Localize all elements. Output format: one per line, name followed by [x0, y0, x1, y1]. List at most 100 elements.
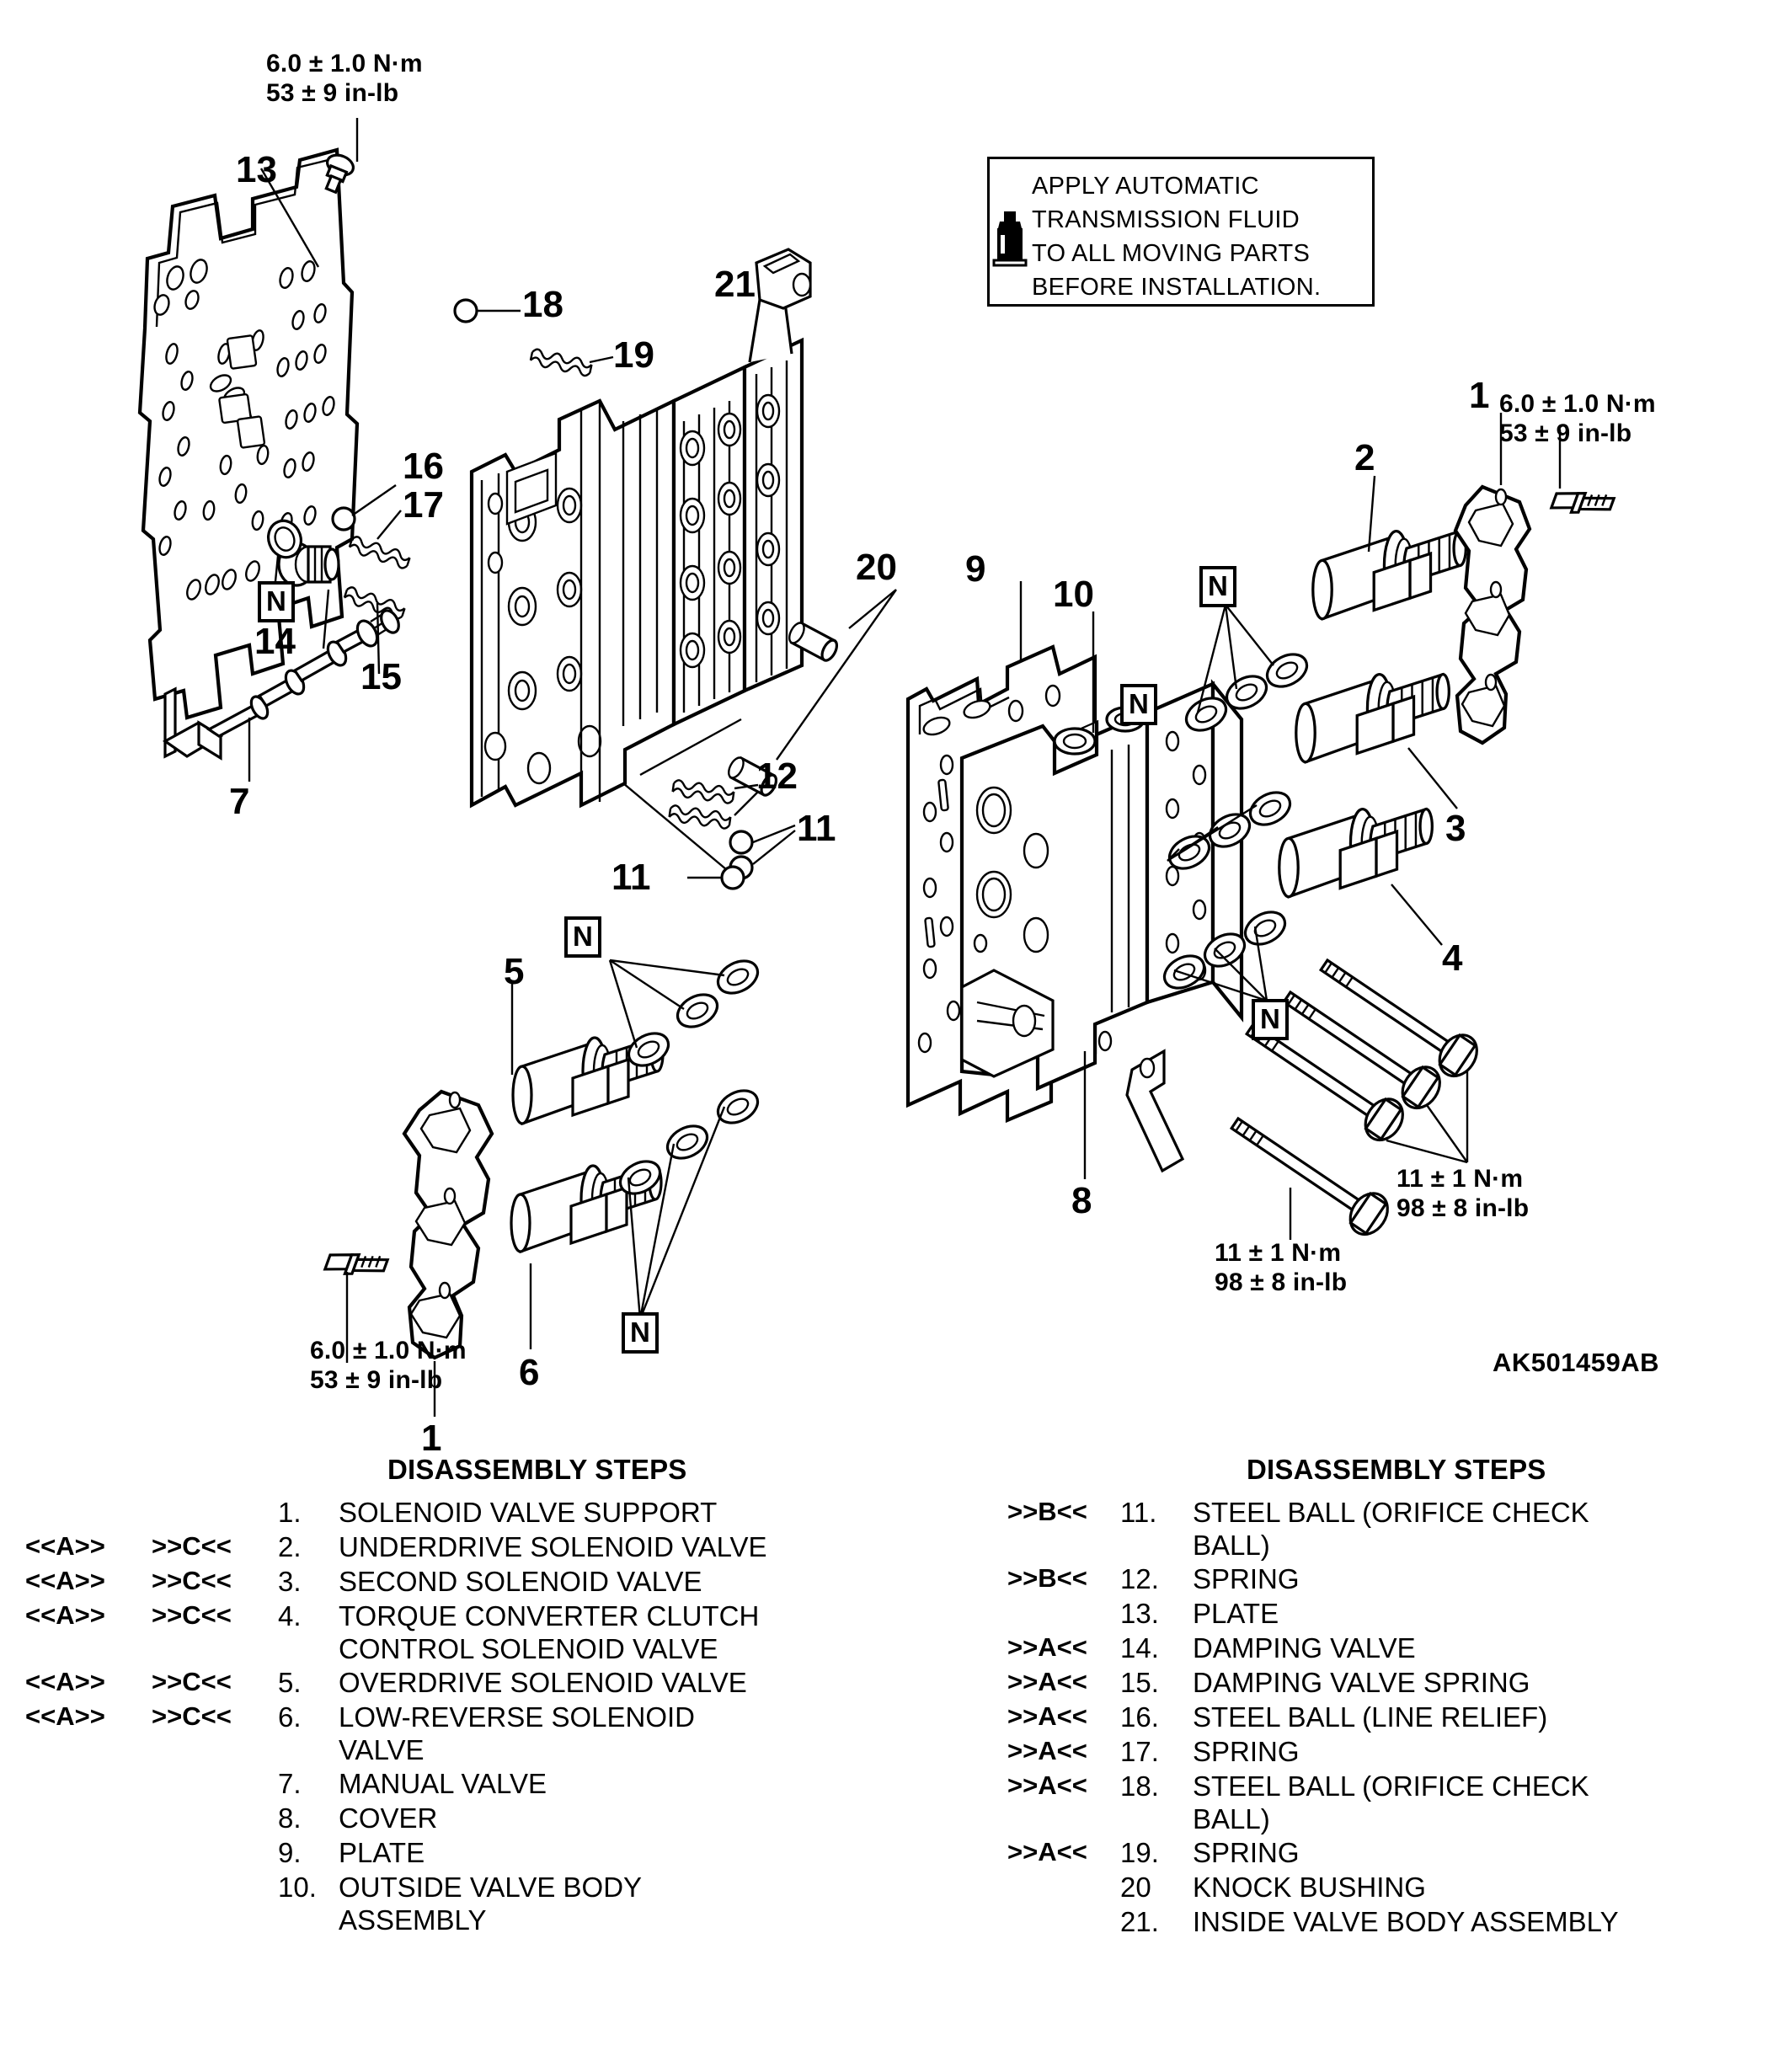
callout-10: 10 [1053, 574, 1094, 615]
item-number: 9. [278, 1836, 302, 1868]
mark-c: >>C<< [152, 1531, 232, 1561]
item-number: 11. [1120, 1497, 1157, 1528]
list-item: >>A<< 17. SPRING [994, 1736, 1789, 1770]
item-number: 19. [1120, 1836, 1159, 1868]
torque-nm: 6.0 ± 1.0 N·m [266, 50, 423, 77]
torque-nm: 6.0 ± 1.0 N·m [310, 1337, 467, 1364]
part-spring-15 [342, 585, 408, 622]
item-label: DAMPING VALVE [1193, 1631, 1416, 1663]
torque-inlb: 53 ± 9 in-lb [310, 1366, 443, 1395]
n-marker-solenoid-lower-right: N [1252, 999, 1289, 1040]
item-label: KNOCK BUSHING [1193, 1871, 1426, 1903]
item-number: 20 [1120, 1871, 1151, 1903]
item-label: STEEL BALL (LINE RELIEF) [1193, 1701, 1548, 1733]
torque-spec-top-right: 6.0 ± 1.0 N·m 53 ± 9 in-lb [1499, 389, 1656, 449]
part-knock-bushing-20-upper [788, 621, 839, 662]
mark-a: <<A>> [25, 1531, 105, 1561]
torque-spec-top-left: 6.0 ± 1.0 N·m 53 ± 9 in-lb [266, 49, 423, 109]
mark-c: >>C<< [152, 1666, 232, 1696]
mark-a: <<A>> [25, 1701, 105, 1731]
item-label: SPRING [1193, 1735, 1300, 1767]
part-steel-ball-18 [453, 298, 521, 323]
mark-a: <<A>> [25, 1666, 105, 1696]
callout-2: 2 [1354, 437, 1375, 478]
part-spring-12-b [667, 804, 733, 830]
part-cover-8 [1083, 1049, 1185, 1179]
item-label: SOLENOID VALVE SUPPORT [339, 1497, 718, 1528]
torque-nm: 6.0 ± 1.0 N·m [1499, 390, 1656, 418]
mark-b: >>B<< [1007, 1497, 1087, 1526]
callout-8: 8 [1071, 1180, 1092, 1221]
item-label: OUTSIDE VALVE BODY ASSEMBLY [339, 1872, 910, 1937]
item-label: PLATE [339, 1836, 425, 1868]
mark-c: >>C<< [152, 1600, 232, 1630]
callout-21: 21 [714, 264, 756, 305]
item-number: 7. [278, 1767, 302, 1799]
callout-4: 4 [1442, 937, 1463, 979]
mark-a: <<A>> [25, 1600, 105, 1630]
item-label-line2: BALL) [1193, 1802, 1270, 1834]
list-item: >>A<< 19. SPRING [994, 1837, 1789, 1871]
part-solenoid-valve-support-1-right [1453, 413, 1616, 745]
item-label: TORQUE CONVERTER CLUTCH CONTROL SOLENOID… [339, 1600, 910, 1666]
mark-b: >>B<< [1007, 1562, 1087, 1593]
callout-11-lower: 11 [611, 857, 651, 898]
item-label: SECOND SOLENOID VALVE [339, 1566, 702, 1597]
list-item: 7. MANUAL VALVE [17, 1768, 910, 1802]
callout-7: 7 [229, 781, 250, 822]
part-steel-ball-16 [331, 484, 397, 531]
callout-3: 3 [1445, 808, 1466, 849]
item-number: 8. [278, 1802, 302, 1834]
part-spring-19 [528, 347, 594, 378]
callout-19: 19 [613, 334, 654, 376]
list-item: >>A<< 18. STEEL BALL (ORIFICE CHECK BALL… [994, 1770, 1789, 1836]
torque-spec-bottom-left: 6.0 ± 1.0 N·m 53 ± 9 in-lb [310, 1336, 467, 1396]
callout-9: 9 [965, 548, 986, 590]
n-marker-solenoid-upper-right: N [1199, 566, 1236, 607]
part-underdrive-solenoid-2 [1311, 530, 1467, 621]
item-label: STEEL BALL (ORIFICE CHECK BALL) [1193, 1770, 1789, 1836]
item-label-line2: BALL) [1193, 1529, 1270, 1561]
right-list-title: DISASSEMBLY STEPS [1247, 1454, 1546, 1485]
part-long-bolts-right [1244, 958, 1478, 1164]
item-number: 2. [278, 1531, 302, 1562]
item-label-line2: CONTROL SOLENOID VALVE [339, 1632, 718, 1664]
torque-inlb: 53 ± 9 in-lb [266, 79, 399, 108]
part-solenoid-valve-support-1-left [323, 1089, 494, 1417]
list-item: 21. INSIDE VALVE BODY ASSEMBLY [994, 1906, 1789, 1940]
torque-spec-bolts-right: 11 ± 1 N·m 98 ± 8 in-lb [1396, 1164, 1529, 1224]
item-number: 14. [1120, 1631, 1159, 1663]
item-number: 13. [1120, 1597, 1159, 1629]
item-label: INSIDE VALVE BODY ASSEMBLY [1193, 1905, 1619, 1937]
item-label-line2: ASSEMBLY [339, 1904, 487, 1936]
callout-1-right: 1 [1469, 375, 1490, 416]
mark-a: >>A<< [1007, 1735, 1087, 1765]
callout-5: 5 [504, 951, 525, 992]
item-number: 3. [278, 1566, 302, 1597]
part-damping-valve-14 [277, 542, 340, 649]
part-washers-right-upper [1179, 604, 1314, 739]
callout-17: 17 [403, 484, 444, 526]
callout-6: 6 [519, 1352, 540, 1393]
mark-a: >>A<< [1007, 1701, 1087, 1731]
callout-14: 14 [254, 621, 296, 662]
part-washers-left-lower [613, 1082, 765, 1320]
callout-13: 13 [236, 149, 277, 190]
callout-15: 15 [360, 656, 402, 697]
item-number: 17. [1120, 1735, 1159, 1767]
part-steel-ball-11-a [729, 824, 796, 855]
item-label: SPRING [1193, 1562, 1300, 1594]
callout-12: 12 [756, 756, 798, 797]
item-label-line1: STEEL BALL (ORIFICE CHECK [1193, 1497, 1589, 1528]
item-number: 16. [1120, 1701, 1159, 1733]
list-item: >>A<< 14. DAMPING VALVE [994, 1632, 1789, 1666]
item-label: STEEL BALL (ORIFICE CHECK BALL) [1193, 1497, 1789, 1562]
part-spring-17 [347, 534, 413, 571]
part-steel-ball-11-c [622, 782, 745, 890]
left-list-title: DISASSEMBLY STEPS [387, 1454, 687, 1485]
item-label: LOW-REVERSE SOLENOID VALVE [339, 1701, 910, 1767]
list-item: >>B<< 12. SPRING [994, 1563, 1789, 1597]
torque-inlb: 53 ± 9 in-lb [1499, 419, 1632, 448]
part-tcc-solenoid-4 [1278, 808, 1434, 899]
n-marker-solenoid-left-lower: N [622, 1312, 659, 1354]
